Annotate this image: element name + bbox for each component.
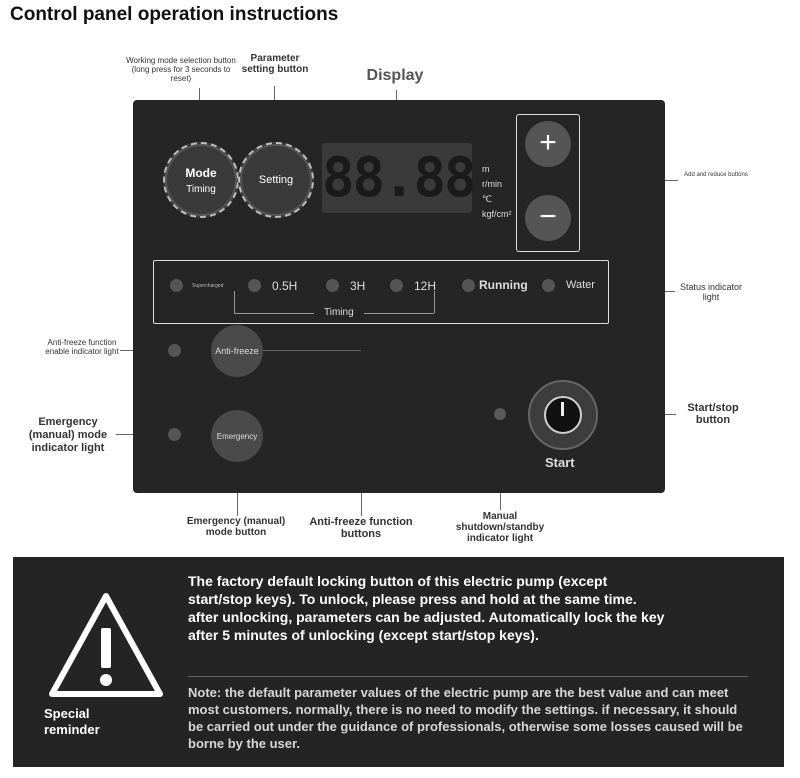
start-label: Start	[545, 455, 575, 470]
mode-button[interactable]: Mode Timing	[163, 142, 239, 218]
minus-button[interactable]: −	[525, 195, 571, 241]
shutdown-light	[494, 408, 506, 420]
start-stop-button[interactable]	[528, 380, 598, 450]
timing-bracket-left	[234, 291, 235, 313]
antifreeze-light-callout: Anti-freeze function enable indicator li…	[45, 338, 119, 356]
setting-label: Setting	[258, 174, 294, 186]
digital-display: 88.88	[322, 143, 477, 213]
display-value: 88.88	[322, 146, 477, 209]
mode-label: Mode	[185, 165, 217, 180]
emergency-light-callout: Emergency (manual) mode indicator light	[28, 416, 108, 454]
status-light-callout: Status indicator light	[679, 282, 743, 302]
display-units: m r/min ℃ kgf/cm²	[482, 162, 512, 222]
power-icon	[544, 396, 582, 434]
h05-label: 0.5H	[272, 279, 298, 293]
water-label: Water	[566, 279, 595, 291]
running-label: Running	[479, 278, 528, 292]
h12-label: 12H	[414, 279, 437, 293]
h05-light	[248, 279, 261, 292]
setting-button[interactable]: Setting	[238, 142, 314, 218]
mode-select-callout: Working mode selection button (long pres…	[126, 56, 236, 83]
unit-rmin: r/min	[482, 179, 502, 189]
emergency-button[interactable]: Emergency	[211, 410, 263, 462]
mode-timing-label: Timing	[186, 183, 216, 195]
unit-kgf: kgf/cm²	[482, 209, 512, 219]
emergency-button-callout: Emergency (manual) mode button	[186, 516, 286, 538]
running-light	[462, 279, 475, 292]
h3-label: 3H	[350, 279, 366, 293]
emergency-light	[168, 428, 181, 441]
status-indicator-box: Supercharged 0.5H 3H 12H Running Water T…	[153, 260, 609, 324]
h3-light	[326, 279, 339, 292]
antifreeze-inner-line	[263, 350, 361, 351]
unit-m: m	[482, 164, 490, 174]
reminder-main-text: The factory default locking button of th…	[188, 573, 665, 643]
warning-icon	[49, 593, 163, 697]
h12-light	[390, 279, 403, 292]
display-callout: Display	[366, 67, 424, 84]
plus-button[interactable]: +	[525, 121, 571, 167]
water-light	[542, 279, 555, 292]
unit-celsius: ℃	[482, 194, 493, 204]
timing-bracket-right	[434, 291, 435, 313]
reminder-divider	[188, 676, 748, 677]
page-title: Control panel operation instructions	[10, 4, 339, 25]
param-setting-callout: Parameter setting button	[241, 53, 309, 75]
add-reduce-callout: Add and reduce buttons	[684, 172, 748, 178]
manual-shutdown-callout: Manual shutdown/standby indicator light	[455, 511, 545, 544]
supercharged-label: Supercharged	[192, 283, 224, 289]
add-reduce-group: + −	[516, 114, 580, 252]
antifreeze-light	[168, 344, 181, 357]
antifreeze-buttons-callout: Anti-freeze function buttons	[309, 516, 413, 540]
special-reminder-label: Special reminder	[44, 706, 100, 737]
antifreeze-button[interactable]: Anti-freeze	[211, 325, 263, 377]
supercharged-light	[170, 279, 183, 292]
reminder-note-text: Note: the default parameter values of th…	[188, 685, 743, 751]
timing-label: Timing	[314, 307, 364, 318]
start-stop-callout: Start/stop button	[687, 402, 739, 426]
